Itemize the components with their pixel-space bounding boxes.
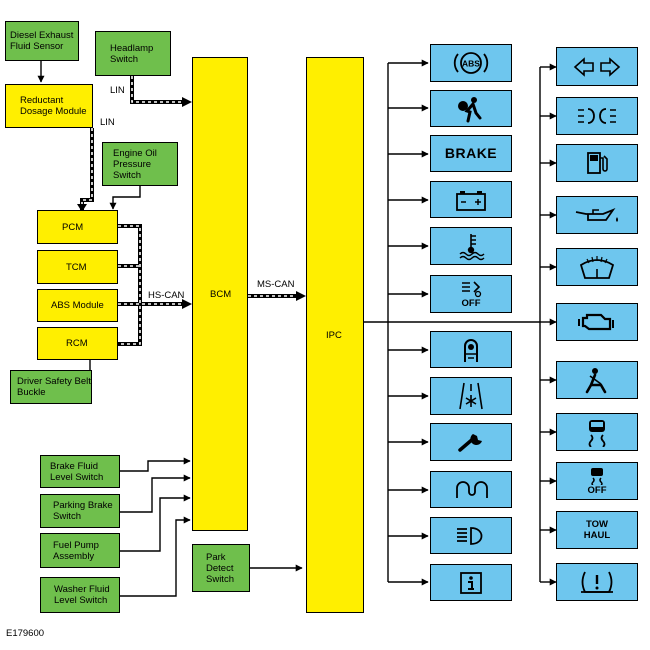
bus-arrowheads bbox=[77, 97, 306, 309]
parking-brake-label: Parking Brake Switch bbox=[53, 500, 113, 522]
abs-indicator-text: ABS bbox=[462, 59, 480, 69]
battery-icon bbox=[456, 190, 486, 211]
brake-fluid-label: Brake Fluid Level Switch bbox=[50, 460, 104, 483]
fuel-pump-box: Fuel Pump Assembly bbox=[40, 533, 120, 568]
network-buses bbox=[80, 76, 300, 346]
brake-indicator: BRAKE bbox=[430, 135, 512, 172]
oil-pressure-indicator bbox=[556, 196, 638, 234]
turn-signal-indicator bbox=[556, 47, 638, 86]
ms-can-label: MS-CAN bbox=[257, 279, 295, 290]
low-fuel-icon bbox=[587, 152, 608, 174]
traction-control-off-indicator: OFF bbox=[556, 462, 638, 500]
parking-lamps-icon bbox=[578, 108, 616, 124]
coolant-temp-indicator bbox=[430, 227, 512, 265]
information-icon bbox=[460, 571, 482, 594]
washer-fluid-icon bbox=[579, 256, 615, 279]
glow-plug-icon bbox=[456, 480, 488, 498]
low-fuel-indicator bbox=[556, 144, 638, 182]
tcm-box: TCM bbox=[37, 250, 118, 284]
brake-fluid-switch-box: Brake Fluid Level Switch bbox=[40, 455, 120, 488]
glow-plug-indicator bbox=[430, 471, 512, 508]
oil-pressure-icon bbox=[575, 208, 618, 222]
wrench-icon bbox=[458, 434, 482, 452]
tow-text: TOW bbox=[586, 519, 608, 530]
airbag-icon bbox=[458, 96, 482, 122]
parking-brake-switch-box: Parking Brake Switch bbox=[40, 494, 120, 528]
ipc-label: IPC bbox=[326, 329, 342, 341]
abs-warning-indicator: ABS bbox=[430, 44, 512, 82]
turn-signals-icon bbox=[573, 56, 621, 77]
fuel-pump-label: Fuel Pump Assembly bbox=[53, 539, 99, 562]
washer-fluid-indicator bbox=[556, 248, 638, 286]
pcm-label: PCM bbox=[62, 221, 84, 233]
reductant-dosage-module-box: Reductant Dosage Module bbox=[5, 84, 93, 128]
wrench-indicator bbox=[430, 423, 512, 461]
check-engine-indicator bbox=[556, 303, 638, 341]
abs-warning-icon: ABS bbox=[453, 52, 489, 74]
bcm-label: BCM bbox=[210, 288, 232, 300]
parking-lamps-indicator bbox=[556, 97, 638, 135]
tire-pressure-indicator bbox=[556, 563, 638, 601]
driver-alert-indicator bbox=[430, 331, 512, 368]
figure-id: E179600 bbox=[6, 628, 45, 639]
tire-pressure-icon bbox=[581, 571, 613, 593]
snow-mode-icon bbox=[459, 382, 483, 410]
rdm-label: Reductant Dosage Module bbox=[20, 95, 87, 117]
def-sensor-box: Diesel Exhaust Fluid Sensor bbox=[5, 21, 79, 61]
hs-can-label: HS-CAN bbox=[148, 290, 185, 301]
battery-indicator bbox=[430, 181, 512, 218]
traction-control-off-icon bbox=[591, 467, 603, 485]
hardwired-lines bbox=[37, 60, 303, 597]
traction-control-indicator bbox=[556, 413, 638, 451]
def-sensor-label: Diesel Exhaust Fluid Sensor bbox=[10, 30, 74, 52]
ipc-output-lines bbox=[364, 63, 541, 582]
information-indicator bbox=[430, 564, 512, 601]
tcm-label: TCM bbox=[66, 261, 87, 273]
headlamp-switch-label: Headlamp Switch bbox=[110, 42, 154, 65]
driver-alert-icon bbox=[464, 338, 478, 362]
oil-pressure-switch-box: Engine Oil Pressure Switch bbox=[102, 142, 178, 186]
lin-label-headlamp: LIN bbox=[110, 85, 125, 96]
high-beam-indicator bbox=[430, 517, 512, 554]
ipc-output-arrows bbox=[388, 59, 557, 586]
rcm-label: RCM bbox=[66, 338, 88, 349]
washer-fluid-switch-box: Washer Fluid Level Switch bbox=[40, 577, 120, 613]
snow-mode-indicator bbox=[430, 377, 512, 415]
coolant-temp-icon bbox=[459, 234, 485, 261]
seatbelt-icon bbox=[585, 368, 607, 394]
lin-label-rdm: LIN bbox=[100, 117, 115, 128]
stability-off-text: OFF bbox=[461, 297, 481, 309]
seatbelt-indicator bbox=[556, 361, 638, 399]
pcm-box: PCM bbox=[37, 210, 118, 244]
abs-module-box: ABS Module bbox=[37, 289, 118, 322]
stability-control-off-icon bbox=[462, 280, 482, 297]
brake-indicator-text: BRAKE bbox=[444, 145, 498, 161]
park-detect-switch-box: Park Detect Switch bbox=[192, 544, 250, 592]
rcm-box: RCM bbox=[37, 327, 118, 360]
high-beam-icon bbox=[457, 526, 483, 545]
ipc-box: IPC bbox=[306, 57, 364, 613]
park-detect-label: Park Detect Switch bbox=[206, 551, 234, 585]
haul-text: HAUL bbox=[583, 530, 611, 541]
oil-switch-label: Engine Oil Pressure Switch bbox=[113, 147, 157, 181]
traction-off-text: OFF bbox=[587, 484, 607, 496]
headlamp-switch-box: Headlamp Switch bbox=[95, 31, 171, 76]
washer-fluid-label: Washer Fluid Level Switch bbox=[54, 584, 110, 606]
abs-module-label: ABS Module bbox=[51, 300, 104, 311]
belt-buckle-label: Driver Safety Belt Buckle bbox=[17, 376, 91, 398]
bcm-box: BCM bbox=[192, 57, 248, 531]
airbag-indicator bbox=[430, 90, 512, 127]
tow-haul-indicator: TOW HAUL bbox=[556, 511, 638, 549]
stability-off-indicator: OFF bbox=[430, 275, 512, 313]
check-engine-icon bbox=[578, 313, 614, 331]
belt-buckle-box: Driver Safety Belt Buckle bbox=[10, 370, 92, 404]
traction-control-icon bbox=[588, 420, 606, 447]
